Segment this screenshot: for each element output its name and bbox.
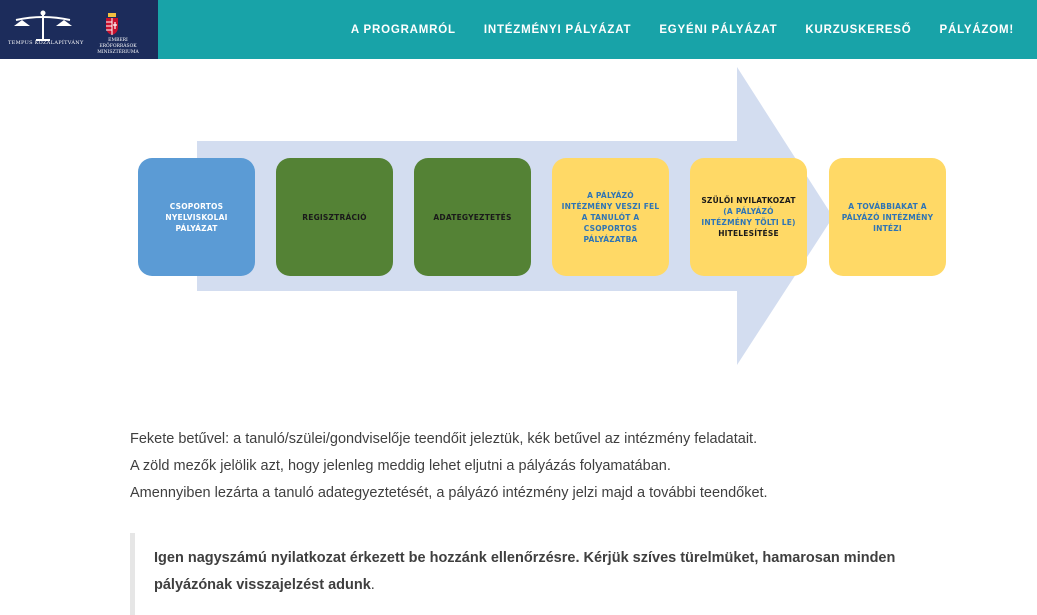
nav-palyazom[interactable]: PÁLYÁZOM! [939,23,1014,36]
hungarian-crest-icon [106,13,118,35]
step-regisztracio: REGISZTRÁCIÓ [276,158,393,276]
notice-blockquote: Igen nagyszámú nyilatkozat érkezett be h… [130,533,930,615]
step-label: ADATEGYEZTETÉS [433,212,512,222]
ministry-logo-text: EMBERI ERŐFORRÁSOK MINISZTÉRIUMA [97,38,139,55]
step-adategyeztetes: ADATEGYEZTETÉS [414,158,531,276]
legend-line: A zöld mezők jelölik azt, hogy jelenleg … [130,458,671,474]
legend-line: Amennyiben lezárta a tanuló adategyeztet… [130,485,768,501]
site-header: TEMPUS KÖZALAPÍTVÁNY EMBERI ERŐFORRÁSOK … [0,0,1037,59]
step-label: SZÜLŐI NYILATKOZAT (A PÁLYÁZÓ INTÉZMÉNY … [699,195,798,239]
step-label-institution-part: (A PÁLYÁZÓ INTÉZMÉNY TÖLTI LE) [701,207,796,227]
nav-intezmenyi-palyazat[interactable]: INTÉZMÉNYI PÁLYÁZAT [483,23,632,36]
step-label: A TOVÁBBIAKAT A PÁLYÁZÓ INTÉZMÉNY INTÉZI [841,201,934,233]
scales-of-justice-icon [14,10,72,41]
logo-text: TEMPUS KÖZALAPÍTVÁNY [8,40,84,46]
nav-a-programrol[interactable]: A PROGRAMRÓL [350,23,456,36]
step-tovabbiak: A TOVÁBBIAKAT A PÁLYÁZÓ INTÉZMÉNY INTÉZI [829,158,946,276]
nav-egyeni-palyazat[interactable]: EGYÉNI PÁLYÁZAT [659,23,778,36]
step-label: REGISZTRÁCIÓ [302,212,367,222]
notice-bold-text: Igen nagyszámú nyilatkozat érkezett be h… [154,550,896,593]
legend-line: Fekete betűvel: a tanuló/szülei/gondvise… [130,431,758,447]
notice-tail: . [370,577,375,593]
nav-kurzuskereso[interactable]: KURZUSKERESŐ [805,23,912,36]
legend-text: Fekete betűvel: a tanuló/szülei/gondvise… [130,426,930,507]
step-label: CSOPORTOS NYELVISKOLAI PÁLYÁZAT [165,201,228,233]
main-nav: A PROGRAMRÓL INTÉZMÉNYI PÁLYÁZAT EGYÉNI … [323,0,1014,59]
step-intezmeny-felveszi: A PÁLYÁZÓ INTÉZMÉNY VESZI FEL A TANULÓT … [552,158,669,276]
step-label-parent-part: SZÜLŐI NYILATKOZAT [701,196,796,205]
step-label: A PÁLYÁZÓ INTÉZMÉNY VESZI FEL A TANULÓT … [561,190,660,244]
logo[interactable]: TEMPUS KÖZALAPÍTVÁNY EMBERI ERŐFORRÁSOK … [0,0,158,59]
step-csoportos-palyazat: CSOPORTOS NYELVISKOLAI PÁLYÁZAT [138,158,255,276]
process-diagram: CSOPORTOS NYELVISKOLAI PÁLYÁZAT REGISZTR… [0,59,1037,379]
step-szuloi-nyilatkozat: SZÜLŐI NYILATKOZAT (A PÁLYÁZÓ INTÉZMÉNY … [690,158,807,276]
step-label-parent-part-2: HITELESÍTÉSE [718,229,779,238]
